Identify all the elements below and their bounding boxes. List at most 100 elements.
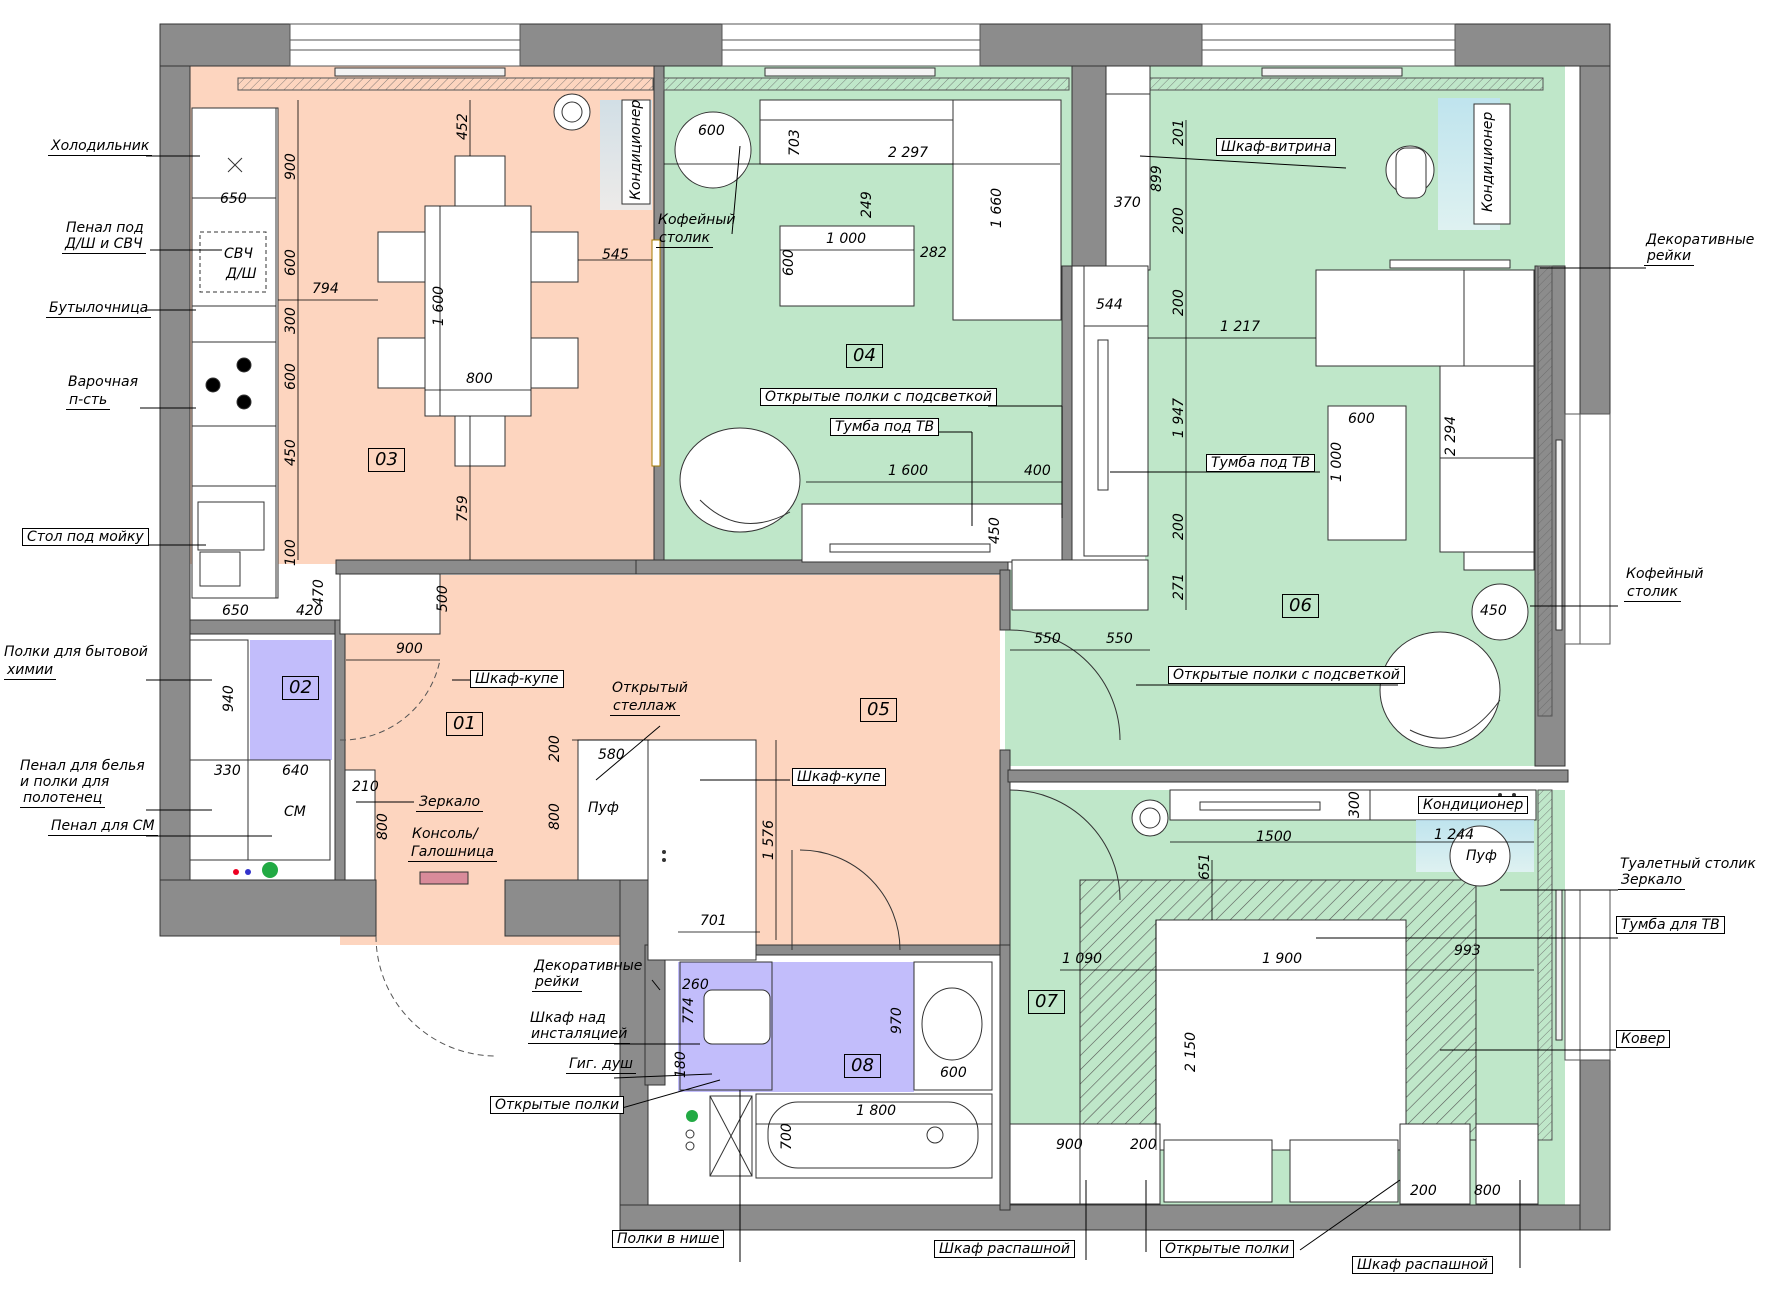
bath-meters [233, 862, 698, 1151]
label-microwave: СВЧ [224, 246, 253, 262]
office-chair [1385, 145, 1435, 199]
label-fridge: Холодильник [48, 138, 153, 156]
dim-993: 993 [1454, 943, 1481, 959]
dim-651: 651 [1197, 853, 1213, 880]
dim-200-hall: 200 [547, 735, 563, 762]
label-bottle-holder: Бутылочница [46, 300, 152, 318]
room-number-03: 03 [368, 448, 405, 472]
label-coffee-table-04-2: столик [656, 230, 713, 248]
label-linen-3: полотенец [20, 790, 106, 808]
label-decor-slats-06-1: Декоративные [1646, 232, 1755, 248]
dim-700: 700 [779, 1123, 795, 1150]
dim-300-07: 300 [1347, 791, 1363, 818]
dim-600-a: 600 [283, 249, 299, 276]
dim-900-07: 900 [1056, 1137, 1083, 1153]
dim-940: 940 [221, 685, 237, 712]
label-open-shelves-lit-06: Открытые полки с подсветкой [1168, 666, 1405, 684]
dim-1090: 1 090 [1062, 951, 1103, 967]
dimension-lines [278, 100, 1534, 1150]
living-04-furniture [674, 99, 1063, 563]
dim-450-06: 450 [1480, 603, 1507, 619]
dim-452: 452 [455, 113, 471, 140]
label-linen-1: Пенал для белья [20, 758, 145, 774]
bedroom-storage [1009, 789, 1539, 1205]
dim-1000-table04: 1 000 [826, 231, 867, 247]
dim-640: 640 [282, 763, 309, 779]
pouf-07 [1449, 825, 1511, 887]
dim-600-coffee: 600 [698, 123, 725, 139]
living-06-furniture [1011, 65, 1535, 611]
dim-701: 701 [700, 913, 727, 929]
label-tv-stand-06: Тумба под ТВ [1206, 454, 1316, 472]
dim-1600-04: 1 600 [888, 463, 929, 479]
room-number-08: 08 [844, 1054, 881, 1078]
label-decor-slats-06-2: рейки [1644, 248, 1695, 266]
label-pencil-case-1: Пенал под [66, 220, 144, 236]
label-dishwasher: Д/Ш [226, 266, 257, 282]
insulation-strip-06-side [1537, 265, 1553, 717]
dim-970: 970 [889, 1007, 905, 1034]
label-tv-stand-04: Тумба под ТВ [830, 418, 940, 436]
plant-kitchen [553, 93, 591, 131]
decor-slats-row [1389, 259, 1511, 269]
dim-330: 330 [214, 763, 241, 779]
label-dressing-2: Зеркало [1618, 872, 1686, 890]
radiators [334, 67, 1563, 1041]
label-linen-2: и полки для [20, 774, 110, 790]
label-wm-case: Пенал для СМ [48, 818, 158, 836]
insulation-strip-04 [663, 77, 1070, 91]
label-conditioner-kitchen: Кондиционер [628, 99, 644, 200]
dim-1000-06: 1 000 [1329, 441, 1345, 482]
label-conditioner-06: Кондиционер [1480, 111, 1496, 212]
bath-fixtures [679, 961, 993, 1179]
dim-550-a: 550 [1034, 631, 1061, 647]
hall-furniture [189, 573, 757, 961]
label-open-shelves-lit-04: Открытые полки с подсветкой [760, 388, 997, 406]
dim-800-rack: 800 [547, 803, 563, 830]
label-swing-wardrobe-2: Шкаф распашной [1352, 1256, 1493, 1274]
label-open-shelves-07: Открытые полки [1160, 1240, 1295, 1258]
door-swings [791, 629, 1121, 951]
dim-249: 249 [859, 191, 875, 218]
dim-300: 300 [283, 307, 299, 334]
label-chem-shelves-1: Полки для бытовой [4, 644, 148, 660]
label-sink-table: Стол под мойку [22, 528, 149, 546]
label-coffee-table-06-2: столик [1624, 584, 1681, 602]
label-mirror-hall: Зеркало [416, 794, 484, 812]
label-chem-shelves-2: химии [4, 662, 57, 680]
dim-800-hall: 800 [375, 813, 391, 840]
dim-180: 180 [673, 1051, 689, 1078]
dim-1800: 1 800 [856, 1103, 897, 1119]
label-hyg-shower: Гиг. душ [566, 1056, 636, 1074]
label-wm: СМ [284, 804, 306, 820]
label-wardrobe-coupe-05: Шкаф-купе [792, 768, 886, 786]
dim-500: 500 [435, 585, 451, 612]
dim-370: 370 [1114, 195, 1141, 211]
dim-600-sink: 600 [940, 1065, 967, 1081]
label-console-2: Галошница [408, 844, 498, 862]
armchair-04 [679, 427, 801, 533]
dim-899: 899 [1149, 165, 1165, 192]
dim-545: 545 [602, 247, 629, 263]
label-coffee-table-06-1: Кофейный [1626, 566, 1704, 582]
label-cabinet-install-1: Шкаф над [530, 1010, 606, 1026]
dim-1500: 1500 [1256, 829, 1292, 845]
dim-774: 774 [681, 997, 697, 1024]
dim-794: 794 [312, 281, 339, 297]
dim-200-07a: 200 [1130, 1137, 1157, 1153]
label-swing-wardrobe-1: Шкаф распашной [934, 1240, 1075, 1258]
bed [1155, 919, 1407, 1203]
dim-260: 260 [682, 977, 709, 993]
insulation-strip-07-side [1537, 789, 1553, 1141]
dim-282: 282 [920, 245, 947, 261]
label-cabinet-install-2: инсталяцией [528, 1026, 631, 1044]
dim-450-tv: 450 [987, 517, 1003, 544]
label-pencil-case-2: Д/Ш и СВЧ [62, 236, 146, 254]
dim-1947: 1 947 [1171, 397, 1187, 438]
dim-703: 703 [787, 129, 803, 156]
room-number-02: 02 [282, 676, 319, 700]
dim-580: 580 [598, 747, 625, 763]
dim-400: 400 [1024, 463, 1051, 479]
dim-200-c: 200 [1171, 513, 1187, 540]
room-02-floor [250, 640, 332, 760]
